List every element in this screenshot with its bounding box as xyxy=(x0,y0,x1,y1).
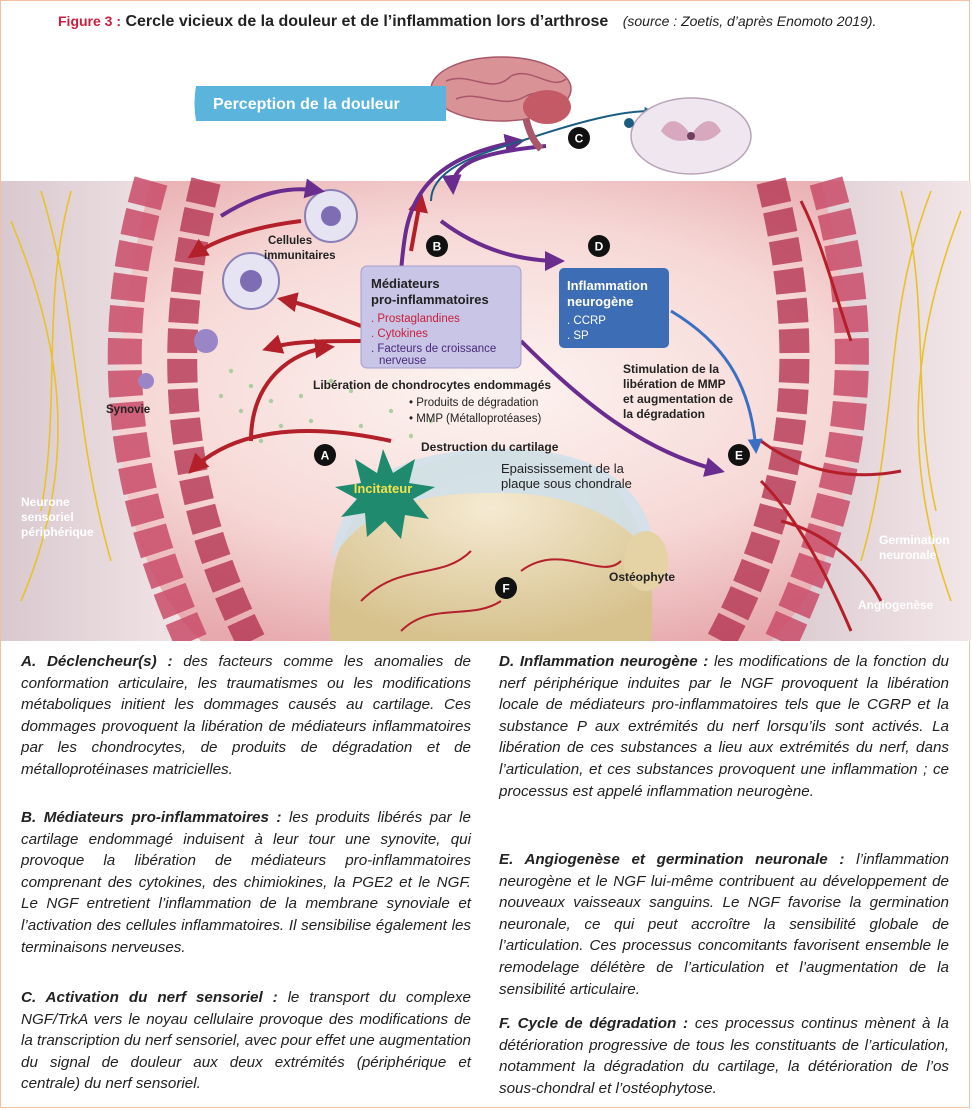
marker-d-label: D xyxy=(595,240,604,254)
germination-label: neuronale xyxy=(879,548,937,562)
mediators-title-2: pro-inflammatoires xyxy=(371,292,489,307)
caption-d: D. Inflammation neurogène : les modifica… xyxy=(499,651,949,802)
caption-b-text: les produits libérés par le cartilage en… xyxy=(21,809,471,956)
osteophyte-label: Ostéophyte xyxy=(609,570,675,584)
right-tissue xyxy=(771,181,971,641)
caption-b: B. Médiateurs pro-inflammatoires : les p… xyxy=(21,807,471,958)
marker-c-label: C xyxy=(575,132,584,146)
liberation-label: Libération de chondrocytes endommagés xyxy=(313,378,551,392)
purple-arrows xyxy=(219,133,725,477)
neurogenic-box: Inflammation neurogène . CCRP . SP xyxy=(559,268,669,348)
caption-e-text: l’inflammation neurogène et le NGF lui-m… xyxy=(499,851,949,998)
neurone-label: Neurone xyxy=(21,495,70,509)
marker-e: E xyxy=(728,444,750,466)
thickening-label: Epaississement de la xyxy=(501,461,625,476)
mediators-item: . Prostaglandines xyxy=(371,313,460,325)
marker-e-label: E xyxy=(735,449,743,463)
destruction-label: Destruction du cartilage xyxy=(421,440,559,454)
neurone-label: périphérique xyxy=(21,525,94,539)
mediators-item: . Cytokines xyxy=(371,328,428,340)
marker-a-label: A xyxy=(321,449,330,463)
figure-title-text: Cercle vicieux de la douleur et de l’inf… xyxy=(125,13,609,30)
left-tissue xyxy=(1,181,201,641)
caption-f-text: ces processus continus mènent à la détér… xyxy=(499,1015,949,1097)
figure-title: Figure 3 : Cercle vicieux de la douleur … xyxy=(58,13,938,31)
blue-arrow xyxy=(670,309,763,454)
caption-f-head: F. Cycle de dégradation : xyxy=(499,1015,689,1032)
synovie-label: Synovie xyxy=(106,404,150,416)
caption-e: E. Angiogenèse et germination neuronale … xyxy=(499,849,949,1000)
caption-c-text: le transport du complexe NGF/TrkA vers l… xyxy=(21,989,471,1093)
caption-a: A. Déclencheur(s) : des facteurs comme l… xyxy=(21,651,471,781)
captions: A. Déclencheur(s) : des facteurs comme l… xyxy=(1,641,971,1107)
caption-a-head: A. Déclencheur(s) : xyxy=(21,653,173,670)
germination-label: Germination xyxy=(879,533,950,547)
neuro-item: . SP xyxy=(567,330,589,342)
spinal-cord-icon xyxy=(624,97,752,175)
neurone-label: sensoriel xyxy=(21,510,74,524)
liberation-item: • Produits de dégradation xyxy=(409,397,538,409)
caption-e-head: E. Angiogenèse et germination neuronale … xyxy=(499,851,845,868)
neuro-title-1: Inflammation xyxy=(567,278,648,293)
figure-label: Figure 3 : xyxy=(58,13,122,29)
mediators-box: Médiateurs pro-inflammatoires . Prostagl… xyxy=(360,265,522,369)
blood-vessels xyxy=(759,200,902,632)
caption-c-head: C. Activation du nerf sensoriel : xyxy=(21,989,278,1006)
mediators-title-1: Médiateurs xyxy=(371,276,440,291)
perception-box: Perception de la douleur xyxy=(194,86,446,121)
immune-cells-label: immunitaires xyxy=(264,250,336,262)
marker-f: F xyxy=(495,577,517,599)
mmp-label: et augmentation de xyxy=(623,392,733,406)
right-synovial-wall xyxy=(707,176,869,641)
mmp-label: libération de MMP xyxy=(623,377,726,391)
perception-label: Perception de la douleur xyxy=(213,96,400,113)
marker-d: D xyxy=(588,235,610,257)
arthrosis-diagram: Incitateur xyxy=(1,56,971,641)
thickening-label: plaque sous chondrale xyxy=(501,476,632,491)
liberation-item: • MMP (Métalloprotéases) xyxy=(409,413,541,425)
peripheral-nerves xyxy=(10,190,962,602)
immune-cell-icon xyxy=(138,189,358,389)
marker-b: B xyxy=(426,235,448,257)
neuro-item: . CCRP xyxy=(567,315,606,327)
mmp-label: la dégradation xyxy=(623,407,705,421)
incitateur-label: Incitateur xyxy=(354,481,413,496)
immune-cells-label: Cellules xyxy=(268,235,312,247)
marker-c: C xyxy=(568,127,590,149)
brain-icon xyxy=(430,56,572,152)
granules xyxy=(218,368,434,444)
marker-b-label: B xyxy=(433,240,442,254)
angiogenese-label: Angiogenèse xyxy=(858,598,934,612)
marker-a: A xyxy=(314,444,336,466)
neuro-title-2: neurogène xyxy=(567,294,633,309)
mmp-label: Stimulation de la xyxy=(623,362,719,376)
figure-source: (source : Zoetis, d’après Enomoto 2019). xyxy=(622,13,877,29)
caption-b-head: B. Médiateurs pro-inflammatoires : xyxy=(21,809,282,826)
caption-d-head: D. Inflammation neurogène : xyxy=(499,653,709,670)
red-arrows xyxy=(187,192,428,474)
incitateur-starburst xyxy=(335,449,435,539)
caption-c: C. Activation du nerf sensoriel : le tra… xyxy=(21,987,471,1095)
mediators-item: nerveuse xyxy=(379,355,426,367)
nerve-pathway xyxy=(430,107,653,202)
caption-f: F. Cycle de dégradation : ces processus … xyxy=(499,1013,949,1099)
caption-d-text: les modifications de la fonction du nerf… xyxy=(499,653,949,800)
caption-a-text: des facteurs comme les anomalies de conf… xyxy=(21,653,471,778)
marker-f-label: F xyxy=(502,582,509,596)
mediators-item: . Facteurs de croissance xyxy=(371,343,496,355)
left-synovial-wall xyxy=(107,176,265,641)
